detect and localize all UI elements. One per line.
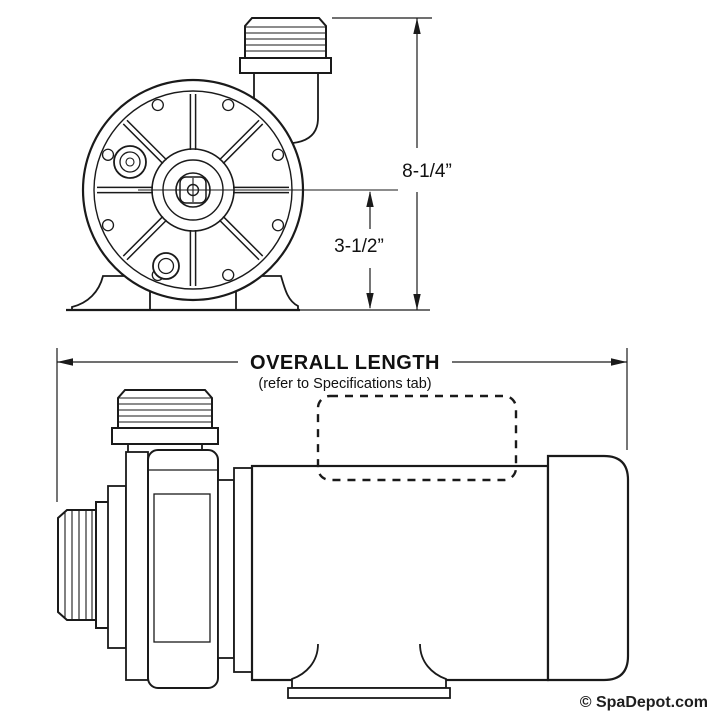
side-discharge-collar: [111, 427, 219, 445]
side-wet-end: [57, 449, 253, 689]
volute-front-plate: [125, 451, 149, 681]
dim-arrow-right-icon: [611, 358, 627, 366]
volute-inner-detail: [153, 493, 211, 643]
side-discharge-fitting: [111, 389, 219, 453]
port-inner: [157, 257, 175, 275]
side-motor: [250, 394, 630, 699]
front-port-upper: [113, 145, 147, 179]
dim-arrow-left-icon: [57, 358, 73, 366]
port-outer: [113, 145, 147, 179]
side-view: OVERALL LENGTH (refer to Specifications …: [56, 348, 630, 699]
front-discharge-collar: [239, 57, 332, 74]
adapter-plate-rear: [233, 467, 253, 673]
front-discharge-fitting: [239, 17, 332, 144]
overall-length-label: OVERALL LENGTH: [250, 352, 440, 374]
dim-overall-length: OVERALL LENGTH (refer to Specifications …: [56, 348, 628, 502]
port-outer: [152, 252, 180, 280]
dim-center-height-label: 3-1/2”: [334, 236, 384, 257]
port-mid: [119, 151, 141, 173]
front-thread-hatching: [246, 26, 325, 52]
dim-overall-height-label: 8-1/4”: [402, 161, 452, 182]
volute-body: [147, 449, 219, 689]
front-port-lower: [152, 252, 180, 280]
front-discharge-neck-right: [292, 73, 319, 144]
dim-center-height: 3-1/2”: [334, 191, 384, 309]
dim-overall-height: 8-1/4”: [332, 17, 452, 310]
motor-end-cap: [546, 454, 630, 682]
suction-thread-hatching: [64, 511, 93, 619]
motor-base-plate: [287, 687, 451, 699]
dim-arrow-down-icon: [366, 293, 374, 309]
adapter-plate-front: [217, 479, 235, 659]
dim-arrow-down-icon: [413, 294, 421, 310]
copyright-credit: © SpaDepot.com: [580, 694, 708, 711]
dim-arrow-up-icon: [366, 191, 374, 207]
overall-length-note: (refer to Specifications tab): [258, 376, 431, 392]
side-suction-threads: [57, 509, 97, 621]
dim-arrow-up-icon: [413, 18, 421, 34]
front-view: 8-1/4” 3-1/2”: [66, 17, 452, 312]
side-thread-hatching: [119, 397, 211, 423]
front-foot-right: [235, 275, 299, 311]
volute-cover-plate: [107, 485, 127, 649]
front-discharge-threads: [244, 17, 327, 59]
port-inner: [125, 157, 135, 167]
